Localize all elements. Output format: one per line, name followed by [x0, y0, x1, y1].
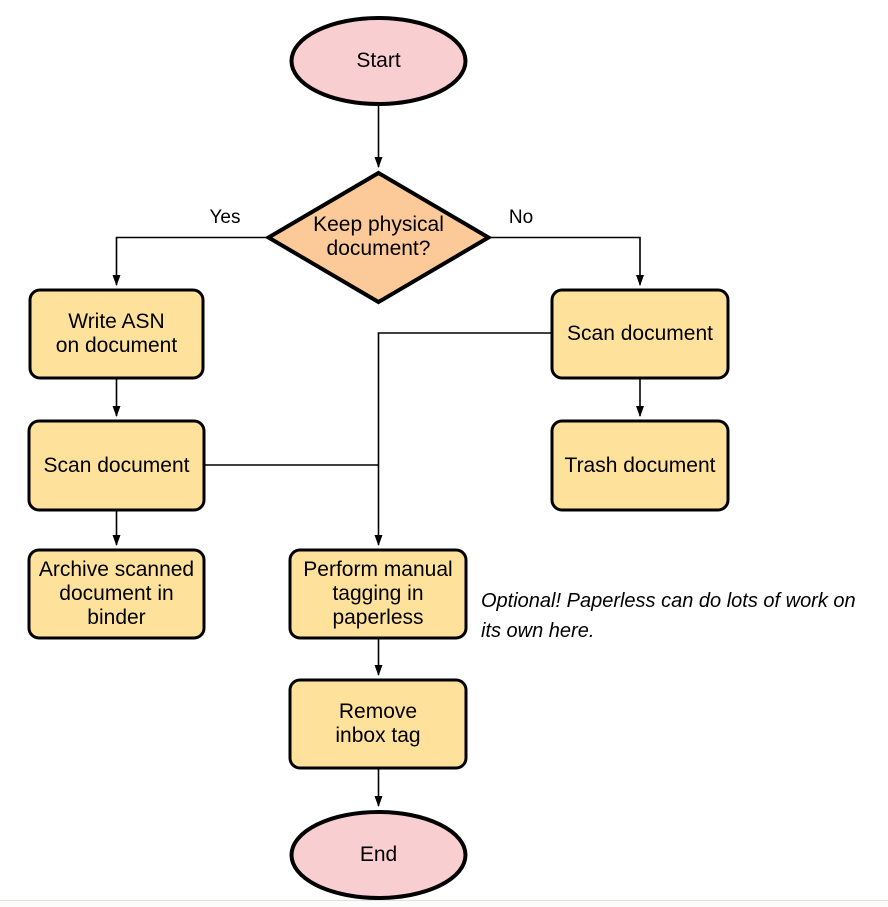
archive-node-shape — [27, 548, 206, 640]
no-edge-label: No — [508, 207, 534, 228]
edge-decision-no-to-scan-right — [490, 236, 644, 286]
edge-decision-yes-to-write-asn — [112, 236, 267, 286]
decision-node-label: Keep physical document? — [313, 212, 444, 260]
remove-tag-node-shape — [288, 678, 468, 770]
scan-left-node-shape — [27, 419, 206, 512]
scan-right-node-label: Scan document — [567, 322, 713, 346]
write-asn-node-shape — [28, 288, 205, 380]
scan-right-node-shape — [550, 288, 730, 380]
trash-node-label: Trash document — [564, 453, 716, 477]
yes-edge-label: Yes — [209, 207, 241, 228]
start-node-label: Start — [356, 49, 401, 73]
optional-note: Optional! Paperless can do lots of work … — [481, 590, 856, 642]
page-bottom-edge — [0, 900, 888, 907]
end-node-label: End — [359, 843, 398, 867]
tagging-node-shape — [288, 548, 468, 640]
trash-node-shape — [550, 419, 730, 512]
write-asn-node-label: Write ASN on document — [55, 310, 178, 357]
start-node-shape — [289, 16, 468, 106]
archive-node-label: Archive scanned document in binder — [38, 558, 195, 629]
tagging-node-label: Perform manual tagging in paperless — [303, 558, 453, 629]
decision-node-shape — [264, 170, 493, 305]
scan-left-node-label: Scan document — [43, 453, 190, 477]
end-node-shape — [289, 810, 468, 900]
edge-scan-right-to-tagging — [374, 332, 552, 546]
remove-tag-node-label: Remove inbox tag — [335, 700, 421, 747]
